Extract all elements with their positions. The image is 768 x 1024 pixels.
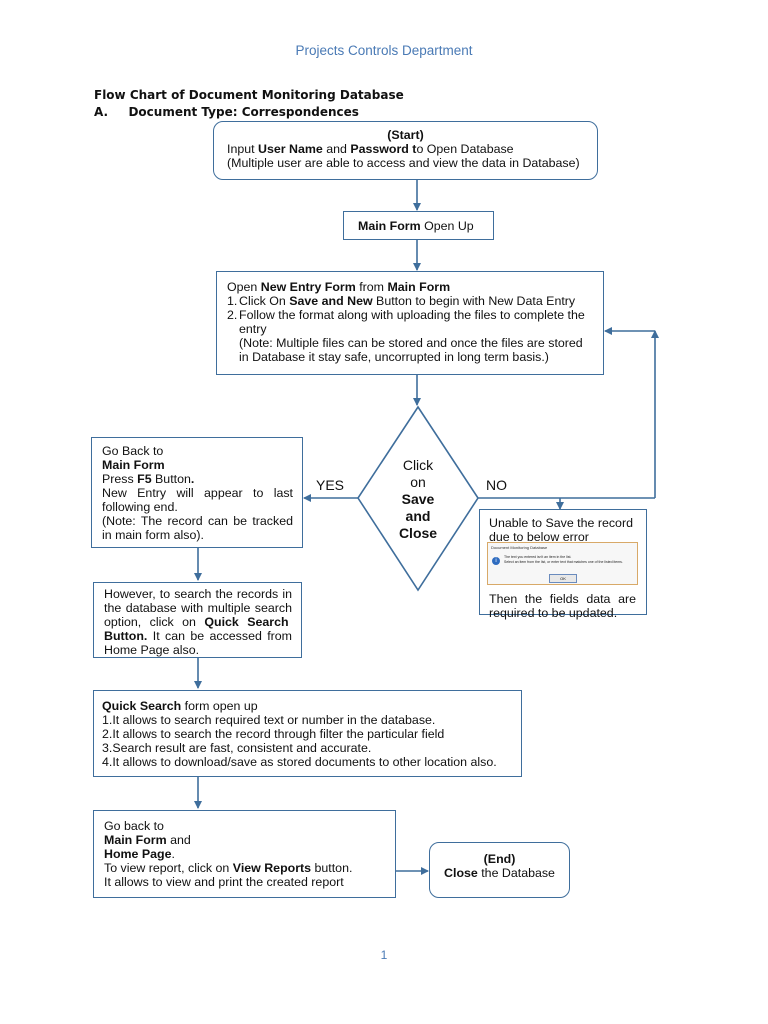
search-info-text: However, to search the records in the da… bbox=[104, 587, 292, 657]
new-entry-box: Open New Entry Form from Main Form 1.Cli… bbox=[216, 271, 604, 375]
go-back-press-f5: Press F5 Button. bbox=[102, 472, 195, 486]
start-line2: (Multiple user are able to access and vi… bbox=[227, 156, 580, 170]
go-back-line1: Go Back to bbox=[102, 444, 164, 458]
start-box: (Start) Input User Name and Password to … bbox=[213, 121, 598, 180]
go-back-note2: (Note: The record can be tracked in main… bbox=[102, 514, 293, 542]
flowchart-title: Flow Chart of Document Monitoring Databa… bbox=[94, 88, 404, 102]
new-entry-heading: Open New Entry Form from Main Form bbox=[227, 280, 451, 294]
go-back2-home-page: Home Page. bbox=[104, 847, 175, 861]
main-form-box: Main Form Open Up bbox=[343, 211, 494, 240]
quick-search-heading: Quick Search form open up bbox=[102, 699, 258, 713]
error-dialog-text: The text you entered isn't an item in th… bbox=[504, 555, 623, 564]
go-back-report-box: Go back to Main Form and Home Page. To v… bbox=[93, 810, 396, 898]
quick-search-item-2: 2.It allows to search the record through… bbox=[102, 727, 445, 741]
go-back-box: Go Back to Main Form Press F5 Button. Ne… bbox=[91, 437, 303, 548]
new-entry-step-2: 2.Follow the format along with uploading… bbox=[227, 308, 585, 364]
info-icon: i bbox=[492, 557, 500, 565]
go-back2-line1: Go back to bbox=[104, 819, 164, 833]
end-tag: (End) bbox=[483, 852, 516, 866]
go-back-note1: New Entry will appear to last following … bbox=[102, 486, 293, 514]
quick-search-box: Quick Search form open up 1.It allows to… bbox=[93, 690, 522, 777]
decision-diamond bbox=[357, 405, 479, 592]
start-tag: (Start) bbox=[387, 128, 424, 142]
end-box: (End) Close the Database bbox=[429, 842, 570, 898]
quick-search-item-4: 4.It allows to download/save as stored d… bbox=[102, 755, 497, 769]
department-header: Projects Controls Department bbox=[295, 43, 473, 58]
error-followup: Then the fields data are required to be … bbox=[489, 592, 636, 620]
quick-search-item-3: 3.Search result are fast, consistent and… bbox=[102, 741, 372, 755]
error-dialog-ok-button: OK bbox=[549, 574, 577, 583]
document-type: Document Type: Correspondences bbox=[128, 105, 359, 119]
go-back2-print: It allows to view and print the created … bbox=[104, 875, 344, 889]
go-back-main-form: Main Form bbox=[102, 458, 165, 472]
decision-label: Click on Save and Close bbox=[398, 457, 438, 541]
section-letter: A. bbox=[94, 105, 109, 119]
error-message: Unable to Save the record due to below e… bbox=[489, 516, 633, 544]
error-dialog-screenshot: Document Monitoring Database i The text … bbox=[487, 542, 638, 585]
page-number: 1 bbox=[380, 948, 388, 962]
go-back2-main-form: Main Form and bbox=[104, 833, 191, 847]
start-line1: Input User Name and Password to Open Dat… bbox=[227, 142, 514, 156]
yes-label: YES bbox=[316, 477, 345, 493]
search-info-box: However, to search the records in the da… bbox=[93, 582, 302, 658]
quick-search-item-1: 1.It allows to search required text or n… bbox=[102, 713, 436, 727]
error-dialog-title: Document Monitoring Database bbox=[491, 545, 548, 550]
new-entry-step-1: 1.Click On Save and New Button to begin … bbox=[227, 294, 576, 308]
document-type-heading: A. Document Type: Correspondences bbox=[94, 105, 359, 119]
no-label: NO bbox=[486, 477, 507, 493]
go-back2-view-reports: To view report, click on View Reports bu… bbox=[104, 861, 353, 875]
end-line: Close the Database bbox=[444, 866, 555, 880]
